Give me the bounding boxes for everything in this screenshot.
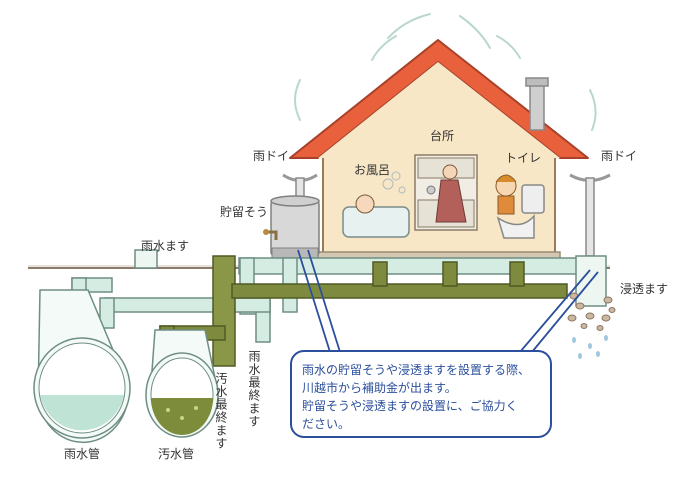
label-kitchen: 台所 [430,129,455,143]
callout-line-1: 雨水の貯留そうや浸透ますを設置する際、 [302,363,531,377]
label-toilet: トイレ [505,151,542,165]
label-rainwater-basin: 雨水ます [141,239,190,253]
callout-line-4: ださい。 [302,417,351,431]
label-rainwater-main: 雨水管 [64,447,101,461]
callout-line-3: 貯留そうや浸透ますの設置に、ご協力く [302,399,518,413]
toilet-scene [495,174,545,239]
subsidy-callout: 雨水の貯留そうや浸透ますを設置する際、 川越市から補助金が出ます。 貯留そうや浸… [290,350,552,438]
label-storage-tank: 貯留そう [220,205,269,219]
label-amadoi-left: 雨ドイ [253,149,290,163]
label-bath: お風呂 [354,163,391,177]
callout-line-2: 川越市から補助金が出ます。 [302,381,457,395]
rainwater-main-pipe [33,289,131,444]
right-downspout [569,173,611,257]
bath-scene [342,171,410,238]
rainwater-pipes [71,249,607,343]
seepage-drops [572,335,608,359]
label-rainwater-final-basin: 雨水最終ます [247,350,261,428]
label-amadoi-right: 雨ドイ [601,149,638,163]
callout-pointers [297,249,599,353]
label-infiltration-basin: 浸透ます [620,282,669,296]
wind-lines [294,13,597,131]
kitchen-scene [414,154,478,231]
house [289,39,589,263]
label-sewage-final-basin: 汚水最終ます [214,372,228,450]
storage-tank [263,195,320,259]
label-sewage-main: 汚水管 [158,447,195,461]
sewage-main-pipe [145,329,219,438]
